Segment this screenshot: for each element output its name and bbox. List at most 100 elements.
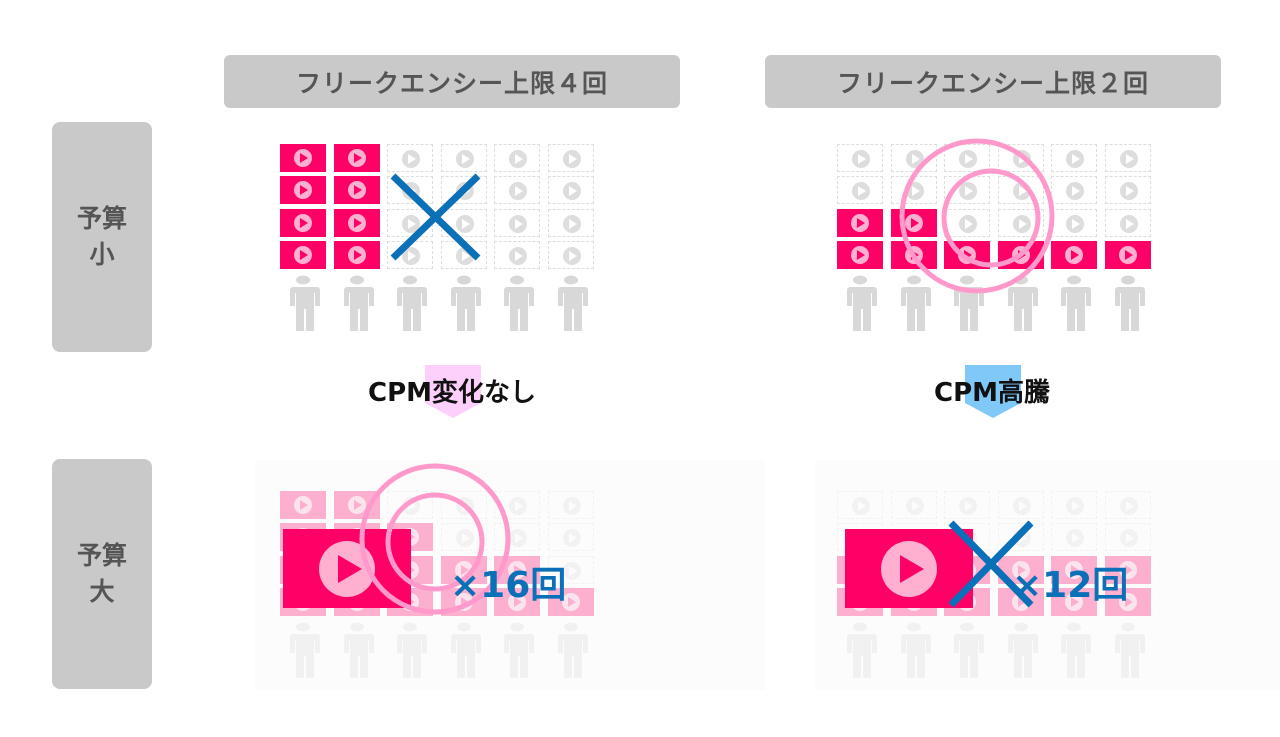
video-ad-impression <box>280 176 326 205</box>
video-ad-impression <box>333 491 380 519</box>
big-video-ad-left <box>283 529 411 608</box>
play-icon <box>294 496 312 514</box>
person-icon <box>339 622 375 678</box>
play-icon <box>1012 497 1031 515</box>
play-icon <box>294 213 312 232</box>
play-icon <box>959 214 978 233</box>
play-icon <box>402 182 421 201</box>
empty-ad-slot <box>387 240 434 269</box>
play-icon <box>1120 182 1138 201</box>
empty-ad-slot <box>890 176 937 205</box>
person-icon <box>896 275 932 331</box>
play-icon <box>508 592 527 611</box>
play-icon <box>402 214 421 233</box>
person-icon <box>392 622 428 678</box>
play-icon <box>1119 245 1137 264</box>
empty-ad-slot <box>548 491 594 519</box>
person-icon <box>1056 275 1092 331</box>
play-icon <box>402 246 421 265</box>
empty-ad-slot <box>440 240 487 269</box>
play-icon <box>905 497 924 515</box>
arrow-down-blue-icon <box>965 365 1021 418</box>
play-icon <box>455 497 474 515</box>
person-icon <box>949 275 985 331</box>
big-video-ad-right <box>845 529 973 608</box>
person-icon <box>446 275 482 331</box>
empty-ad-slot <box>1051 144 1098 172</box>
video-ad-impression <box>944 240 991 269</box>
play-icon <box>1120 214 1138 233</box>
empty-ad-slot <box>944 491 991 519</box>
arrow-down-pink-icon <box>425 365 481 418</box>
empty-ad-slot <box>997 144 1044 172</box>
empty-ad-slot <box>440 523 487 552</box>
play-icon <box>1065 560 1084 579</box>
play-icon <box>1012 182 1031 201</box>
empty-ad-slot <box>494 491 541 519</box>
person-icon <box>339 275 375 331</box>
empty-ad-slot <box>440 144 487 172</box>
video-ad-impression <box>837 208 883 237</box>
video-ad-impression <box>333 240 380 269</box>
play-icon <box>347 245 366 264</box>
play-icon <box>509 182 528 201</box>
play-icon <box>1065 245 1084 264</box>
person-icon <box>446 622 482 678</box>
person-icon <box>392 275 428 331</box>
play-icon <box>563 150 581 168</box>
play-icon <box>347 181 366 200</box>
person-icon <box>499 622 535 678</box>
play-icon <box>1120 529 1138 548</box>
empty-ad-slot <box>494 240 541 269</box>
play-icon <box>1120 497 1138 515</box>
empty-ad-slot <box>837 176 883 205</box>
empty-ad-slot <box>548 240 594 269</box>
play-icon <box>562 592 580 611</box>
video-ad-impression <box>280 144 326 172</box>
play-icon <box>347 213 366 232</box>
video-ad-impression <box>333 176 380 205</box>
play-icon <box>509 497 528 515</box>
play-icon <box>904 245 923 264</box>
play-icon <box>1066 182 1085 201</box>
empty-ad-slot <box>1105 176 1151 205</box>
play-icon <box>851 213 869 232</box>
empty-ad-slot <box>1051 523 1098 552</box>
play-icon <box>319 541 375 597</box>
header-frequency-cap-4: フリークエンシー上限４回 <box>224 55 680 108</box>
play-icon <box>402 497 421 515</box>
play-icon <box>905 150 924 168</box>
play-icon <box>1012 150 1031 168</box>
person-icon <box>285 275 321 331</box>
play-icon <box>852 150 870 168</box>
caption-cpm-rise: CPM高騰 <box>933 378 1051 408</box>
video-ad-impression <box>333 208 380 237</box>
empty-ad-slot <box>1105 208 1151 237</box>
empty-ad-slot <box>548 555 594 584</box>
person-icon <box>285 622 321 678</box>
play-icon <box>455 150 474 168</box>
empty-ad-slot <box>997 208 1044 237</box>
play-icon <box>1119 592 1137 611</box>
play-icon <box>294 245 312 264</box>
empty-ad-slot <box>548 208 594 237</box>
multiplier-12: ×12回 <box>1012 565 1129 606</box>
play-icon <box>509 529 528 548</box>
play-icon <box>294 181 312 200</box>
person-icon <box>553 622 589 678</box>
play-icon <box>959 150 978 168</box>
play-icon <box>1012 214 1031 233</box>
header-frequency-cap-2: フリークエンシー上限２回 <box>765 55 1221 108</box>
play-icon <box>455 182 474 201</box>
empty-ad-slot <box>837 491 883 519</box>
video-ad-impression <box>280 240 326 269</box>
play-icon <box>508 560 527 579</box>
video-ad-impression <box>1051 240 1098 269</box>
ad-grid-top-left <box>280 144 600 334</box>
empty-ad-slot <box>944 176 991 205</box>
play-icon <box>455 214 474 233</box>
empty-ad-slot <box>997 523 1044 552</box>
play-icon <box>563 182 581 201</box>
person-icon <box>842 275 878 331</box>
play-icon <box>1066 529 1085 548</box>
